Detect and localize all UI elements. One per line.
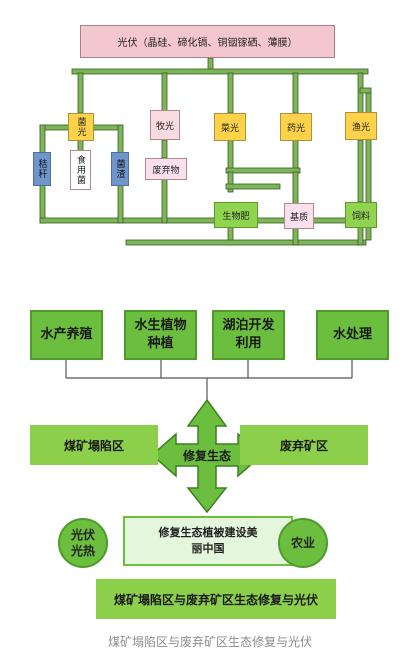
node-herb-light-label: 药光 <box>286 123 305 134</box>
figure-caption: 煤矿塌陷区与废弃矿区生态修复与光伏 <box>0 629 420 653</box>
node-animal-light: 牧光 <box>150 110 180 140</box>
band-coal-subsidence: 煤矿塌陷区 <box>30 425 158 465</box>
node-edible-fungi: 食用菌 <box>70 150 91 190</box>
node-animal-light-label: 牧光 <box>155 121 174 132</box>
node-veg-light: 菜光 <box>214 113 246 141</box>
circle-agriculture: 农业 <box>278 518 328 568</box>
node-fungal-residue-label: 菌渣 <box>114 159 125 179</box>
node-fish-light: 渔光 <box>345 112 377 140</box>
node-fish-light-label: 渔光 <box>351 122 370 133</box>
node-substrate-label: 基质 <box>289 212 308 223</box>
band-bottom-summary: 煤矿塌陷区与废弃矿区生态修复与光伏 <box>96 579 336 619</box>
node-bio-fertilizer-label: 生物肥 <box>222 211 250 222</box>
node-veg-light-label: 菜光 <box>220 123 239 134</box>
box-aquaculture: 水产养殖 <box>30 310 103 360</box>
node-feed: 饲料 <box>345 202 377 228</box>
node-waste: 废弃物 <box>145 158 187 180</box>
node-mushroom-light: 菌光 <box>68 113 94 141</box>
pv-title-box: 光伏（晶硅、碲化镉、铜铟镓硒、薄膜） <box>80 25 335 58</box>
node-edible-fungi-label: 食用菌 <box>75 155 85 185</box>
box-water-treatment-label: 水处理 <box>332 327 372 343</box>
circle-agriculture-label: 农业 <box>290 535 315 550</box>
band-abandoned-mine-label: 废弃矿区 <box>279 438 328 453</box>
node-substrate: 基质 <box>284 203 314 229</box>
band-abandoned-mine: 废弃矿区 <box>240 425 368 465</box>
circle-pv-thermal: 光伏光热 <box>58 518 108 568</box>
center-box-restoration-label: 修复生态植被建设美丽中国 <box>158 525 258 556</box>
box-aquatic-planting: 水生植物种植 <box>124 310 197 360</box>
box-aquatic-planting-label: 水生植物种植 <box>134 318 187 351</box>
node-waste-label: 废弃物 <box>152 165 180 176</box>
node-bio-fertilizer: 生物肥 <box>214 202 258 228</box>
node-straw: 秸秆 <box>33 152 51 186</box>
band-coal-subsidence-label: 煤矿塌陷区 <box>63 438 124 453</box>
band-bottom-summary-label: 煤矿塌陷区与废弃矿区生态修复与光伏 <box>113 592 318 607</box>
node-herb-light: 药光 <box>280 113 312 141</box>
node-fungal-residue: 菌渣 <box>111 152 129 186</box>
circle-pv-thermal-label: 光伏光热 <box>70 527 95 558</box>
center-box-restoration: 修复生态植被建设美丽中国 <box>123 516 293 566</box>
pv-title-text: 光伏（晶硅、碲化镉、铜铟镓硒、薄膜） <box>117 38 298 49</box>
node-feed-label: 饲料 <box>351 211 370 222</box>
box-aquaculture-label: 水产养殖 <box>40 327 93 343</box>
node-straw-label: 秸秆 <box>36 159 47 179</box>
arrow-label-text: 修复生态 <box>182 448 231 463</box>
figure-caption-text: 煤矿塌陷区与废弃矿区生态修复与光伏 <box>107 634 312 649</box>
node-mushroom-light-label: 菌光 <box>75 117 86 137</box>
arrow-label-restore-ecology: 修复生态 <box>172 445 242 465</box>
box-water-treatment: 水处理 <box>316 310 389 360</box>
box-lake-development: 湖泊开发利用 <box>212 310 285 360</box>
box-lake-development-label: 湖泊开发利用 <box>222 318 275 351</box>
